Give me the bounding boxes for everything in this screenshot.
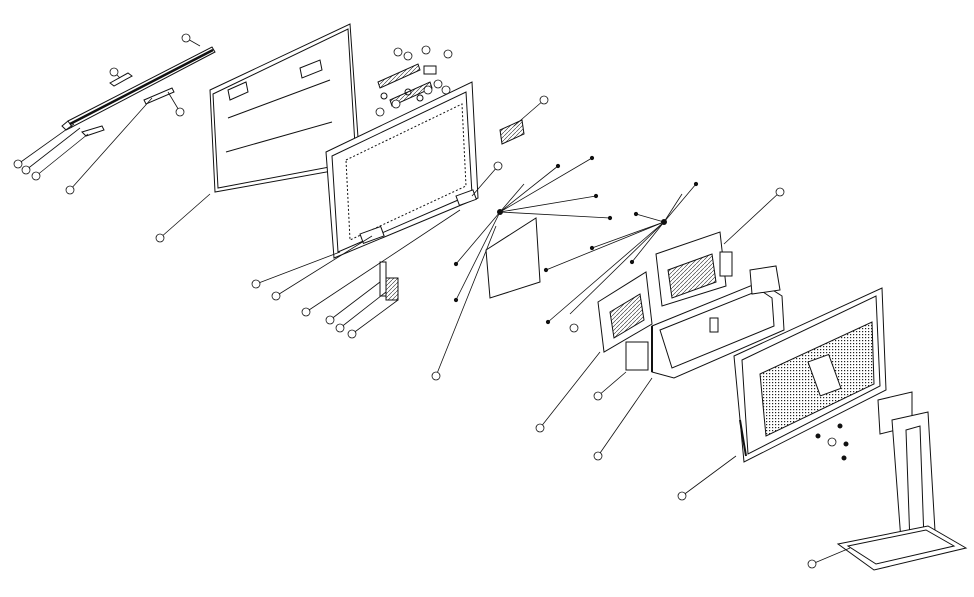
lcd-panel xyxy=(209,23,361,193)
monitor-stand xyxy=(836,391,968,571)
key-board-small xyxy=(499,119,525,145)
power-board xyxy=(597,271,653,371)
shield-sheet xyxy=(485,217,541,299)
main-board xyxy=(655,231,733,307)
junction-dots xyxy=(453,155,699,325)
screw-leaders-center xyxy=(455,157,611,301)
screw-leaders-right xyxy=(545,183,697,323)
rear-cover xyxy=(733,287,887,463)
key-button-board xyxy=(379,261,399,301)
front-bezel-bar xyxy=(61,46,216,137)
rear-chassis xyxy=(651,265,785,379)
connector-cluster xyxy=(377,63,437,107)
callout-leaders xyxy=(17,37,851,565)
callout-bubbles xyxy=(13,33,837,569)
middle-frame xyxy=(325,81,479,259)
screws xyxy=(815,423,849,461)
